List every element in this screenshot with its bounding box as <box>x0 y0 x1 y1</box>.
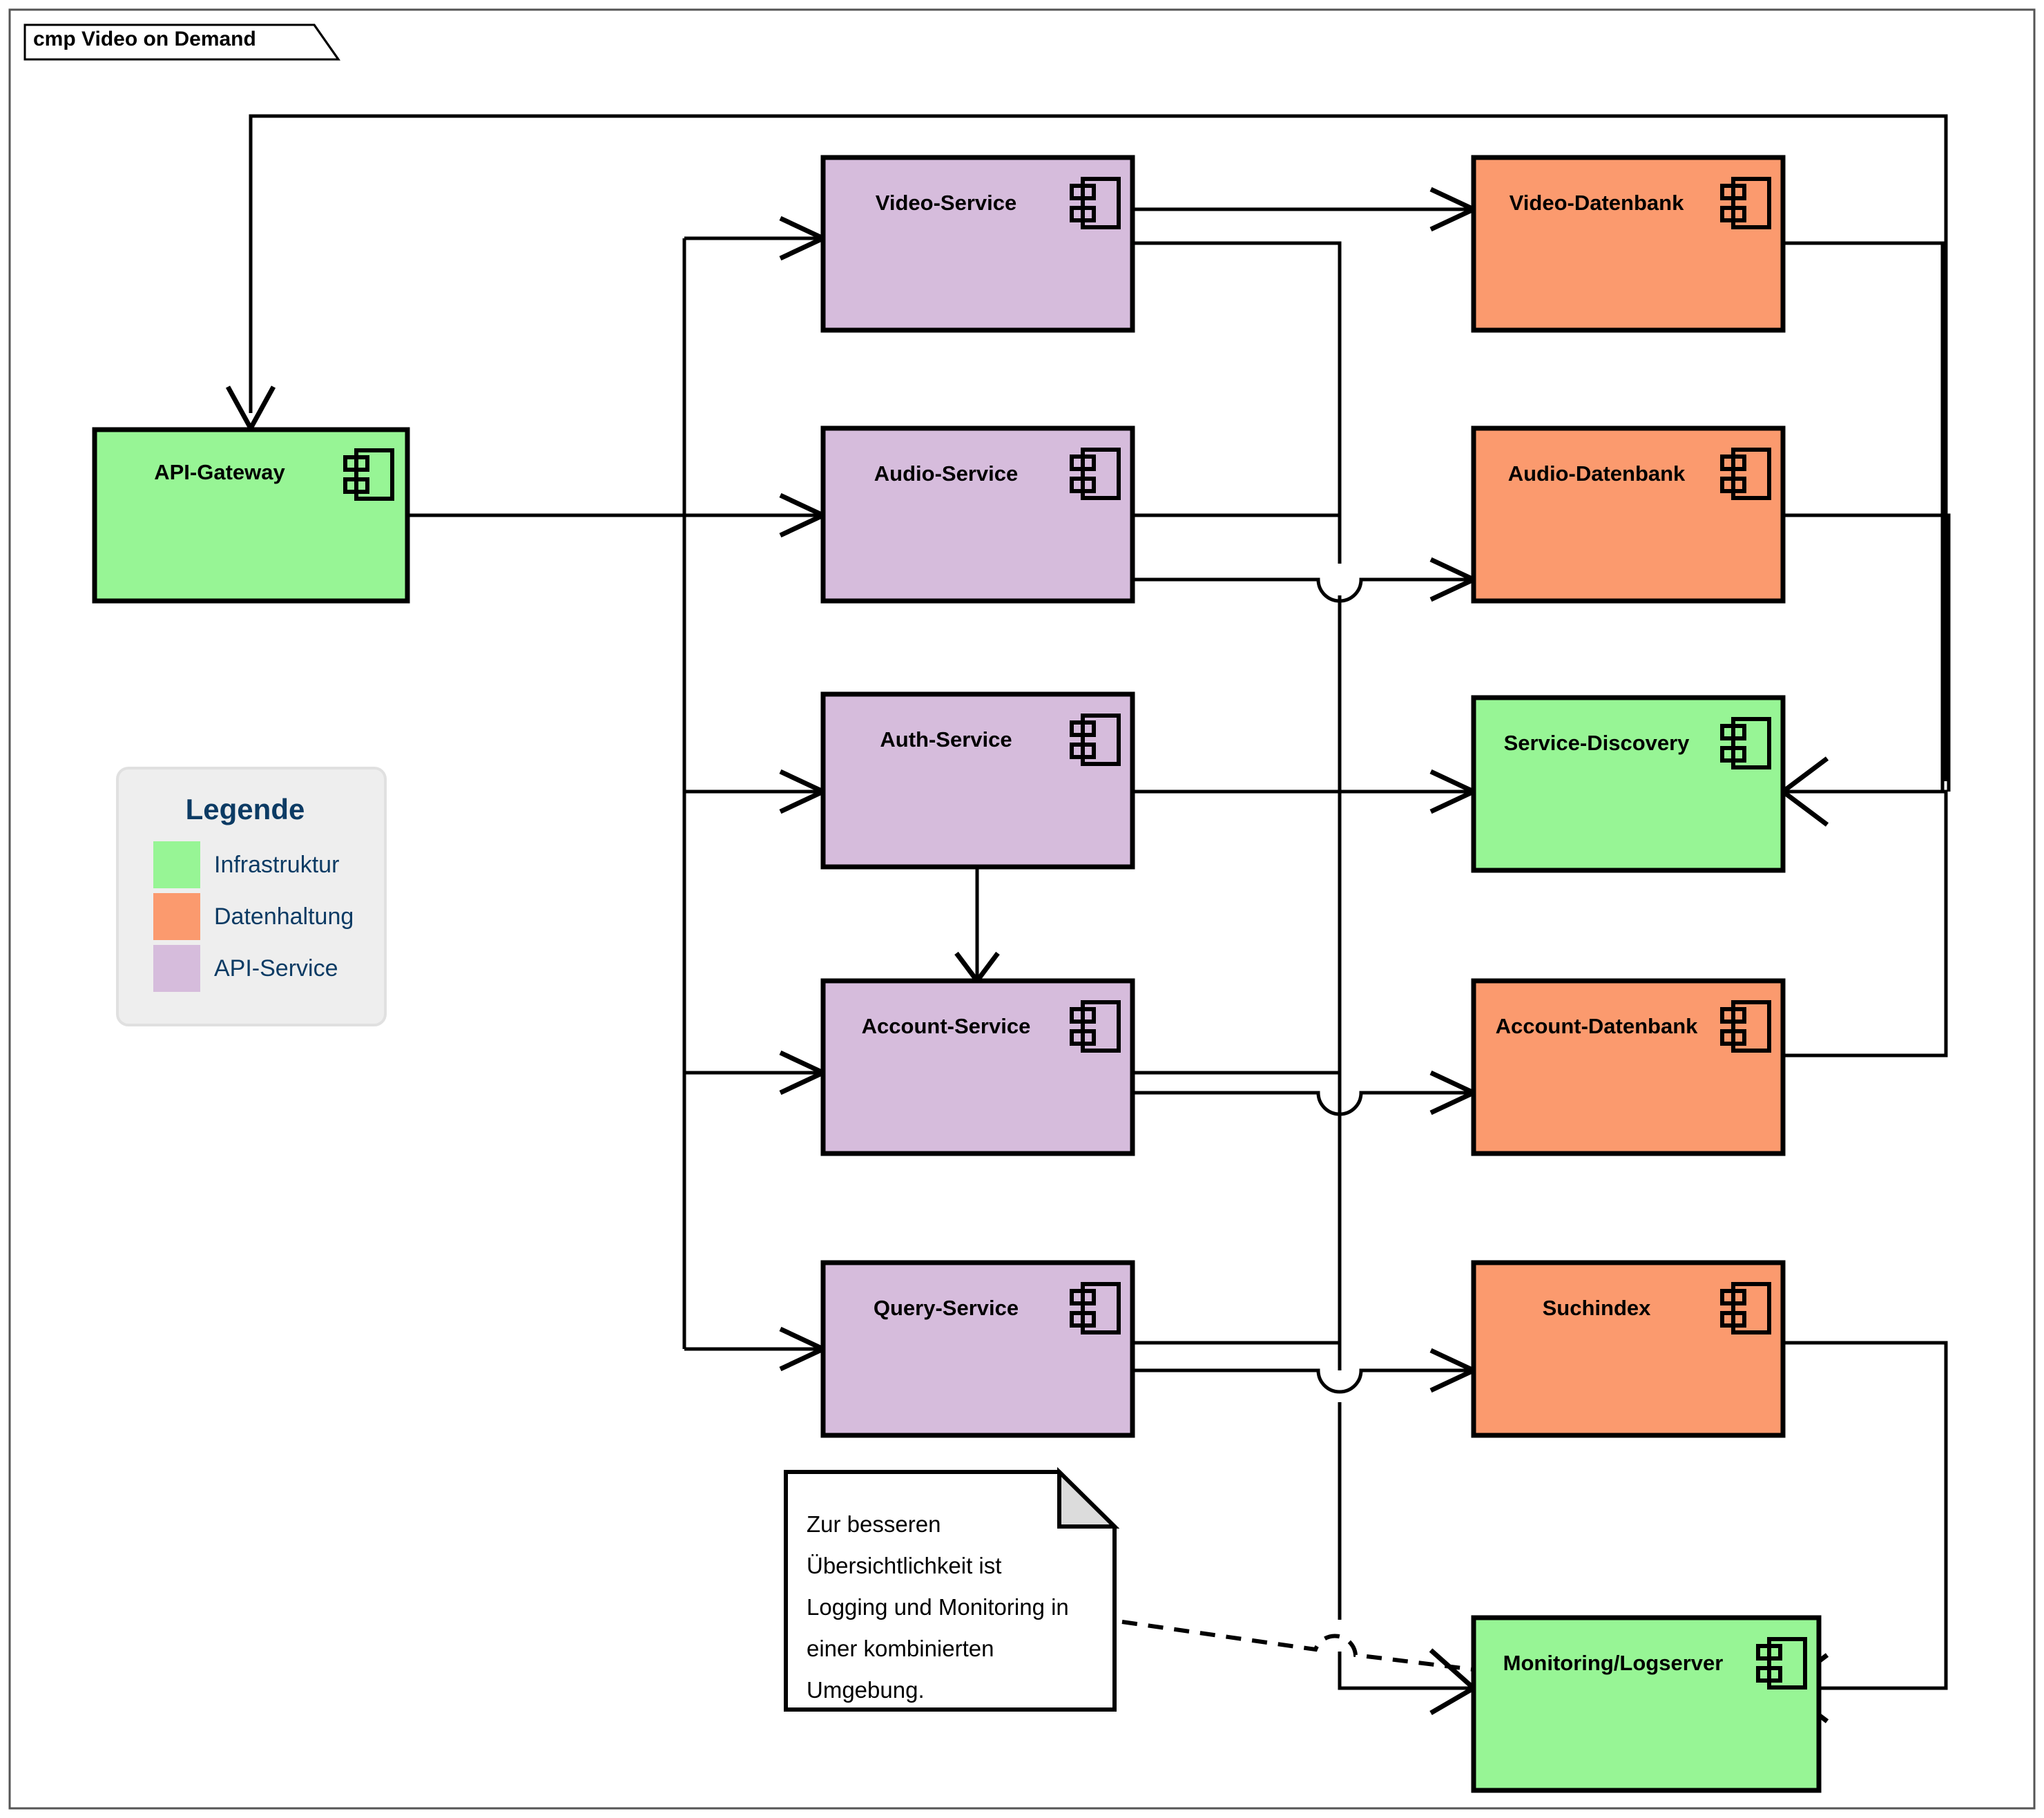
legend-swatch-datenhaltung <box>153 893 200 940</box>
note-line-3: Logging und Monitoring in <box>807 1594 1069 1620</box>
note-logging-monitoring[interactable]: Zur besseren Übersichtlichkeit ist Loggi… <box>784 1466 1120 1712</box>
connector-account-datenbank-to-service-discovery <box>1783 790 1948 1058</box>
component-query-service[interactable]: Query-Service <box>820 1260 1135 1438</box>
uml-component-icon <box>1720 717 1771 769</box>
uml-component-icon <box>1070 448 1121 500</box>
component-label-suchindex: Suchindex <box>1543 1296 1652 1320</box>
legend-title: Legende <box>186 793 305 825</box>
connector-audio-service-to-audio-datenbank <box>1132 577 1474 603</box>
component-label-auth-service: Auth-Service <box>880 727 1012 752</box>
component-label-video-service: Video-Service <box>876 191 1016 215</box>
component-auth-service[interactable]: Auth-Service <box>820 691 1135 870</box>
legend-swatch-api-service <box>153 945 200 992</box>
component-label-audio-service: Audio-Service <box>874 461 1018 486</box>
component-label-video-datenbank: Video-Datenbank <box>1510 191 1684 215</box>
uml-component-icon <box>1070 1282 1121 1334</box>
legend-item-api-service: API-Service <box>153 945 338 992</box>
uml-component-icon <box>1756 1637 1807 1690</box>
uml-component-icon <box>1720 177 1771 229</box>
connector-video-datenbank-to-service-discovery <box>1783 241 1945 792</box>
component-suchindex[interactable]: Suchindex <box>1471 1260 1786 1438</box>
uml-component-icon <box>1720 1282 1771 1334</box>
component-account-service[interactable]: Account-Service <box>820 978 1135 1156</box>
uml-component-icon <box>1720 448 1771 500</box>
component-api-gateway[interactable]: API-Gateway <box>92 427 410 604</box>
legend-label-infrastruktur: Infrastruktur <box>214 852 339 878</box>
component-label-api-gateway: API-Gateway <box>154 460 285 484</box>
connector-monitoring-bus-tail <box>1338 1652 1474 1690</box>
connector-video-service-to-monitoring <box>1132 241 1342 564</box>
component-label-audio-datenbank: Audio-Datenbank <box>1508 461 1686 486</box>
component-label-service-discovery: Service-Discovery <box>1504 731 1690 755</box>
legend-item-infrastruktur: Infrastruktur <box>153 841 339 888</box>
component-label-account-service: Account-Service <box>862 1014 1031 1038</box>
note-line-5: Umgebung. <box>807 1677 925 1703</box>
connector-note-to-monitoring <box>1121 1620 1474 1672</box>
diagram-frame: cmp Video on Demand <box>8 8 2036 1810</box>
note-line-4: einer kombinierten <box>807 1636 994 1661</box>
legend-item-datenhaltung: Datenhaltung <box>153 893 354 940</box>
uml-component-icon <box>1070 714 1121 766</box>
legend-label-api-service: API-Service <box>214 955 338 982</box>
component-video-datenbank[interactable]: Video-Datenbank <box>1471 155 1786 333</box>
connector-suchindex-to-monitoring <box>1783 1341 1948 1690</box>
frame-title: cmp Video on Demand <box>33 28 256 50</box>
uml-component-icon <box>1720 1000 1771 1053</box>
note-line-1: Zur besseren <box>807 1511 941 1537</box>
note-line-2: Übersichtlichkeit ist <box>807 1553 1001 1578</box>
connector-service-discovery-to-api-gateway <box>249 114 1948 781</box>
connector-query-service-to-suchindex <box>1132 1368 1474 1394</box>
component-audio-service[interactable]: Audio-Service <box>820 425 1135 604</box>
component-label-query-service: Query-Service <box>874 1296 1019 1320</box>
arrowhead-monitoring-left-in <box>1429 1648 1478 1716</box>
component-monitoring-logserver[interactable]: Monitoring/Logserver <box>1471 1615 1822 1793</box>
connector-account-service-to-account-datenbank <box>1132 1091 1474 1116</box>
uml-component-icon <box>1070 1000 1121 1053</box>
connector-audio-datenbank-to-service-discovery <box>1783 513 1951 792</box>
component-label-monitoring-logserver: Monitoring/Logserver <box>1503 1651 1724 1675</box>
legend: Legende Infrastruktur Datenhaltung API-S… <box>116 767 387 1026</box>
component-service-discovery[interactable]: Service-Discovery <box>1471 695 1786 873</box>
component-account-datenbank[interactable]: Account-Datenbank <box>1471 978 1786 1156</box>
legend-label-datenhaltung: Datenhaltung <box>214 903 354 930</box>
uml-component-icon <box>1070 177 1121 229</box>
component-audio-datenbank[interactable]: Audio-Datenbank <box>1471 425 1786 604</box>
legend-swatch-infrastruktur <box>153 841 200 888</box>
connector-layer <box>225 114 1951 1723</box>
uml-component-icon <box>343 448 394 501</box>
component-video-service[interactable]: Video-Service <box>820 155 1135 333</box>
component-label-account-datenbank: Account-Datenbank <box>1496 1014 1699 1038</box>
